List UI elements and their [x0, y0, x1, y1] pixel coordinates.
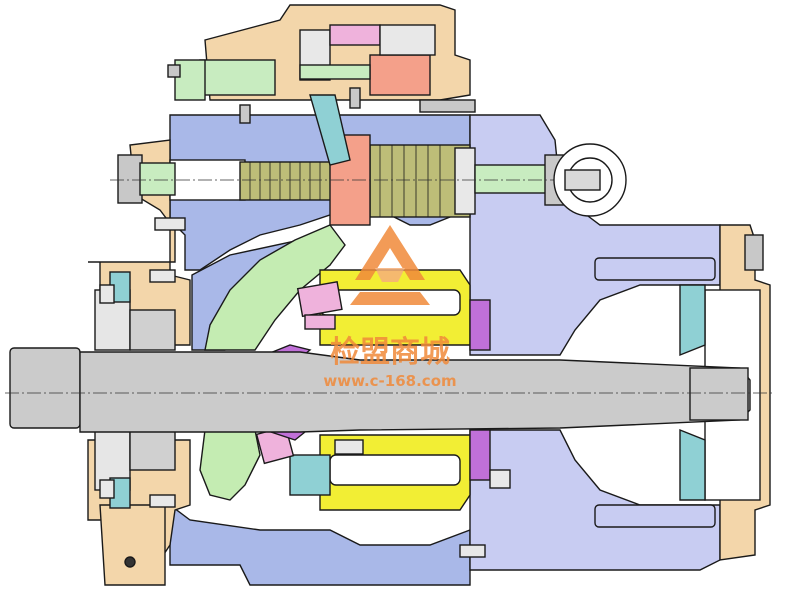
watermark-brand-text: 检盟商城: [330, 335, 450, 370]
watermark-logo-icon: [350, 225, 430, 305]
lifting-eye: [553, 143, 627, 217]
piston-upper: [296, 280, 343, 330]
drive-shaft: [5, 347, 775, 433]
rear-bearing: [679, 284, 706, 501]
thread-lines: [249, 145, 441, 217]
watermark-website-text: www.c-168.com: [323, 372, 456, 390]
housing-bolts: [99, 217, 511, 558]
watermark: 检盟商城 www.c-168.com: [323, 225, 457, 390]
control-valve-assembly: [167, 4, 476, 166]
valve-plate: [469, 299, 491, 481]
swashplate: [199, 224, 346, 501]
